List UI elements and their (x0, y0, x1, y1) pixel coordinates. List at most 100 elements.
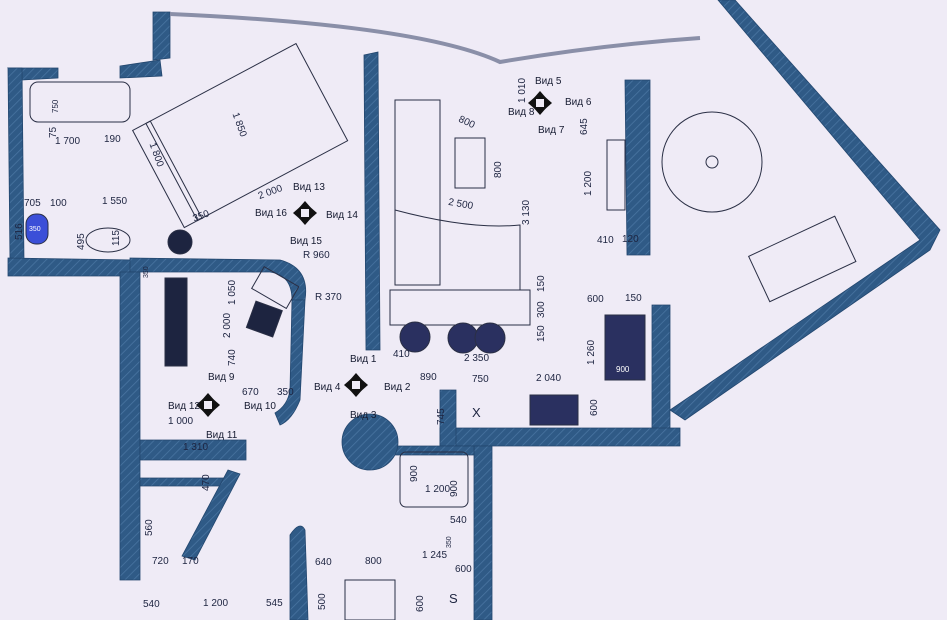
desk (250, 266, 300, 310)
view-arrow-icon (201, 409, 215, 417)
dimension: 1 200 (425, 484, 451, 495)
view-label: Вид 11 (206, 430, 238, 441)
stool (447, 322, 479, 354)
fixture-label: 350 (29, 226, 41, 233)
dimension: 600 (415, 595, 426, 612)
dimension: 1 050 (227, 279, 238, 305)
dimension: 1 200 (583, 170, 594, 196)
tv-stand (606, 139, 626, 211)
exterior-window-line (169, 12, 701, 65)
dimension: 100 (50, 198, 67, 209)
kitchen-bottom-wall (439, 427, 681, 447)
dimension: 1 200 (203, 598, 229, 609)
closet-wall (139, 477, 231, 487)
dimension: 750 (472, 374, 489, 385)
view-label: Вид 14 (326, 210, 358, 221)
dimension: 75 (48, 126, 59, 138)
dimension: 560 (144, 519, 155, 536)
mark-x: X (472, 405, 481, 420)
bathroom-top-wall-right (119, 59, 163, 79)
fixture-label: 350 (143, 266, 150, 278)
dimension: 3 130 (521, 199, 532, 225)
sofa-bend (394, 209, 521, 291)
dimension: 170 (182, 556, 199, 567)
view-label: Вид 3 (350, 410, 377, 421)
column (341, 413, 399, 471)
view-arrow-icon (544, 96, 552, 110)
sofa-bedroom (164, 277, 188, 367)
spiral-stair (661, 111, 763, 213)
plant (167, 229, 193, 255)
fireplace (604, 314, 646, 381)
view-label: Вид 16 (255, 208, 287, 219)
bed (131, 42, 349, 229)
fixture-label: 900 (616, 365, 630, 374)
dimension: 1 260 (586, 339, 597, 365)
dimension: 545 (266, 598, 283, 609)
dimension: 1 700 (55, 136, 81, 147)
dimension: 720 (152, 556, 169, 567)
view-label: Вид 4 (314, 382, 341, 393)
view-arrow-icon (344, 378, 352, 392)
dimension: 900 (409, 465, 420, 482)
fixture-label: 750 (51, 99, 60, 113)
view-label: Вид 7 (538, 125, 565, 136)
view-label: Вид 13 (293, 182, 325, 193)
dimension: 1 000 (168, 416, 194, 427)
dimension: 495 (76, 233, 87, 250)
right-room-wall (624, 79, 651, 256)
view-arrow-icon (201, 393, 215, 401)
view-label: Вид 1 (350, 354, 377, 365)
view-arrow-icon (293, 206, 301, 220)
bathtub (29, 81, 131, 123)
corridor-curve-wall (274, 299, 306, 426)
dimension: 540 (450, 515, 467, 526)
dimension: 1 010 (517, 77, 528, 103)
fixture-label: 350 (446, 536, 453, 548)
view-arrow-icon (212, 398, 220, 412)
view-arrow-icon (349, 373, 363, 381)
dimension: 2 040 (536, 373, 562, 384)
corridor-top-wall (129, 257, 307, 301)
dimension: 900 (449, 480, 460, 497)
dimension: 350 (277, 387, 294, 398)
dimension: 1 245 (422, 550, 448, 561)
outer-triangle-wall (669, 0, 941, 421)
outlines (25, 12, 857, 620)
view-arrow-icon (528, 96, 536, 110)
view-arrow-icon (298, 201, 312, 209)
coffee-table (454, 137, 486, 189)
dimension: 150 (625, 293, 642, 304)
dimension: 120 (622, 234, 639, 245)
angled-wall (181, 469, 241, 561)
dimension: 745 (436, 408, 447, 425)
island (389, 289, 531, 326)
sofa-living (394, 99, 441, 286)
dimension: 890 (420, 372, 437, 383)
view-arrow-icon (533, 91, 547, 99)
view-arrow-icon (309, 206, 317, 220)
dimension: 2 350 (464, 353, 490, 364)
dimension: 410 (393, 349, 410, 360)
bath2-top-wall (394, 445, 475, 456)
view-label: Вид 12 (168, 401, 200, 412)
corridor-mid-wall (139, 439, 247, 461)
dimension: 2 000 (222, 312, 233, 338)
dimension: 740 (227, 349, 238, 366)
view-arrow-icon (196, 398, 204, 412)
mark-s: S (449, 591, 458, 606)
dimension: 300 (536, 301, 547, 318)
living-left-wall (363, 51, 381, 351)
stool (399, 321, 431, 353)
shower (399, 451, 469, 508)
view-label: Вид 5 (535, 76, 562, 87)
toilet (25, 213, 49, 245)
bath2-left-wall (289, 525, 309, 620)
dimension: 600 (455, 564, 472, 575)
dimension: 600 (589, 399, 600, 416)
cooktop (529, 394, 579, 426)
dimension: 410 (597, 235, 614, 246)
view-label: Вид 6 (565, 97, 592, 108)
kitchen-right-wall (651, 304, 671, 446)
